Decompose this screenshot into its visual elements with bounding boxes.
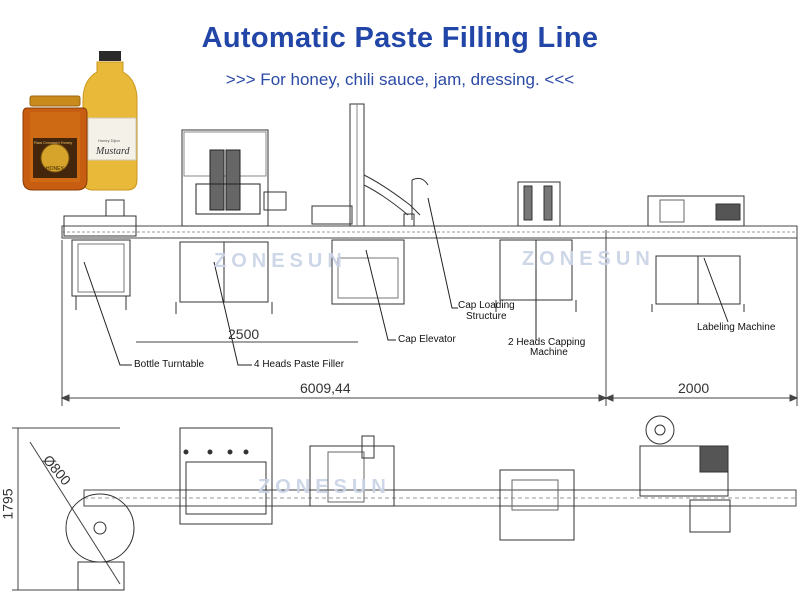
page-subtitle: >>> For honey, chili sauce, jam, dressin… <box>225 70 575 89</box>
dimension-lines <box>12 230 799 591</box>
cap-elevator-front <box>311 103 421 305</box>
labeling-machine-front <box>647 195 745 312</box>
dim-filler-span: 2500 <box>228 326 260 342</box>
dim-overall-width: 1795 <box>0 488 16 520</box>
label-capping-1: 2 Heads Capping <box>508 337 586 348</box>
paste-filler-front <box>175 129 287 314</box>
top-view <box>65 415 797 591</box>
label-bottle-turntable: Bottle Turntable <box>134 359 205 370</box>
leader-lines <box>83 197 729 366</box>
label-labeling-machine: Labeling Machine <box>697 322 776 333</box>
page-title: Automatic Paste Filling Line <box>201 22 599 54</box>
label-cap-loading-1: Cap Loading <box>458 300 515 311</box>
watermark-1: ZONESUN <box>214 250 347 272</box>
filler-top <box>179 427 273 525</box>
watermark-3: ZONESUN <box>258 476 391 498</box>
dim-line-length: 6009,44 <box>300 380 351 396</box>
honey-label-line1: Raw Creamed Honey <box>34 140 73 145</box>
front-view <box>61 103 798 314</box>
dim-labeler-length: 2000 <box>678 380 710 396</box>
cap-elevator-top <box>309 435 395 507</box>
label-capping-2: Machine <box>530 347 568 358</box>
labeler-top <box>639 415 731 533</box>
label-paste-filler: 4 Heads Paste Filler <box>254 359 345 370</box>
turntable-front <box>63 199 137 310</box>
label-cap-loading-2: Structure <box>466 311 507 322</box>
cap-loading-front <box>403 177 429 227</box>
mustard-label-line2: Mustard <box>96 146 130 157</box>
honey-label-line2: HONEY <box>46 166 64 172</box>
capping-top <box>499 469 575 541</box>
watermark-2: ZONESUN <box>522 248 655 270</box>
label-cap-elevator: Cap Elevator <box>398 334 456 345</box>
mustard-label-line1: Honey Dijon <box>98 138 120 143</box>
